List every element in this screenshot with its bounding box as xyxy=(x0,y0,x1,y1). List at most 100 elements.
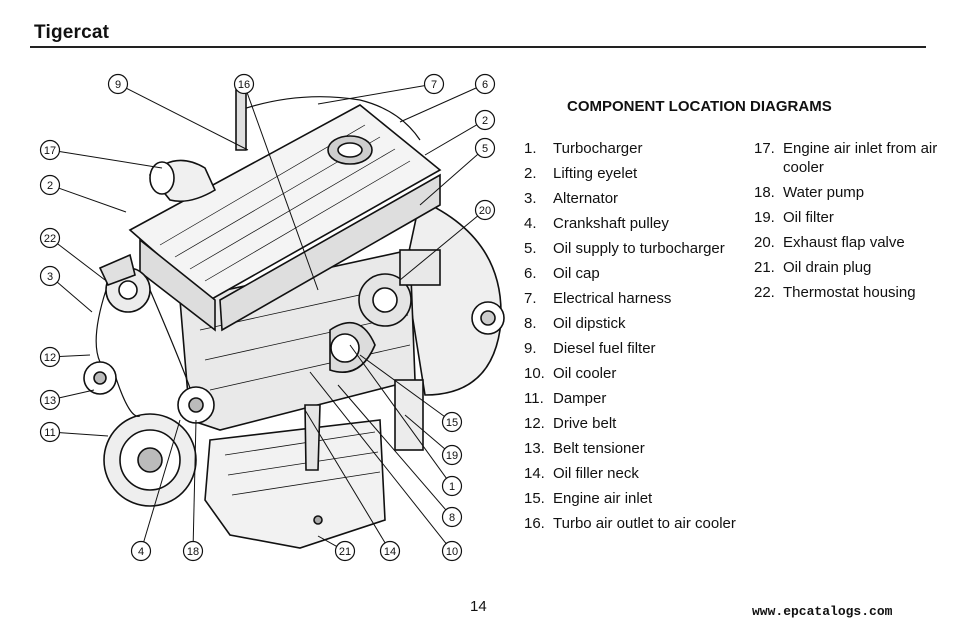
callout-number: 17 xyxy=(44,145,56,157)
list-item: 4.Crankshaft pulley xyxy=(524,211,752,236)
callout-leader-line xyxy=(404,414,446,450)
callout-leader-line xyxy=(317,85,425,105)
list-item: 16.Turbo air outlet to air cooler xyxy=(524,511,752,536)
list-item-label: Crankshaft pulley xyxy=(553,215,669,232)
callout-number: 10 xyxy=(446,546,458,558)
list-item: 10.Oil cooler xyxy=(524,361,752,386)
list-item: 6.Oil cap xyxy=(524,261,752,286)
list-item-label: Electrical harness xyxy=(553,290,672,307)
callout-leader-line xyxy=(59,389,95,399)
component-list-left: 1.Turbocharger 2.Lifting eyelet 3.Altern… xyxy=(524,136,752,536)
callout-number: 1 xyxy=(449,481,455,493)
list-item: 12.Drive belt xyxy=(524,411,752,436)
list-item: 14.Oil filler neck xyxy=(524,461,752,486)
callout-circle xyxy=(441,411,463,433)
callout-leader-line xyxy=(59,354,91,358)
callout-circle xyxy=(39,346,61,368)
list-item: 15.Engine air inlet xyxy=(524,486,752,511)
list-item-label: Belt tensioner xyxy=(553,440,645,457)
component-list-right: 17.Engine air inlet from air cooler 18.W… xyxy=(754,136,954,305)
list-item: 20.Exhaust flap valve xyxy=(754,230,954,255)
callout-leader-line xyxy=(126,87,249,151)
callout-number: 15 xyxy=(446,417,458,429)
callout-2: 2 xyxy=(39,174,127,213)
callout-circle xyxy=(441,444,463,466)
callout-8: 8 xyxy=(337,384,463,528)
list-item: 9.Diesel fuel filter xyxy=(524,336,752,361)
list-item-label: Oil supply to turbocharger xyxy=(553,240,725,257)
list-item-label: Water pump xyxy=(783,184,865,201)
callout-circle xyxy=(39,227,61,249)
list-item: 22.Thermostat housing xyxy=(754,280,954,305)
footer-url: www.epcatalogs.com xyxy=(752,604,893,619)
callout-leader-line xyxy=(304,409,386,544)
list-item: 2.Lifting eyelet xyxy=(524,161,752,186)
callout-circle xyxy=(107,73,129,95)
list-item-label: Exhaust flap valve xyxy=(783,234,905,251)
callout-leader-line xyxy=(337,384,447,511)
list-item-label: Oil drain plug xyxy=(783,259,872,276)
list-item: 8.Oil dipstick xyxy=(524,311,752,336)
callout-number: 18 xyxy=(187,546,199,558)
callout-circle xyxy=(441,475,463,497)
callout-leader-line xyxy=(58,187,127,213)
callout-number: 6 xyxy=(482,79,488,91)
list-item-label: Lifting eyelet xyxy=(553,165,638,182)
callout-circle xyxy=(130,540,152,562)
callout-leader-line xyxy=(246,92,319,291)
callout-circle xyxy=(39,389,61,411)
callout-number: 19 xyxy=(446,450,458,462)
callout-17: 17 xyxy=(39,139,163,169)
callout-3: 3 xyxy=(39,265,93,313)
callout-9: 9 xyxy=(107,73,249,151)
list-item-label: Oil filter xyxy=(783,209,834,226)
callout-circle xyxy=(474,109,496,131)
callout-number: 12 xyxy=(44,352,56,364)
list-item-label: Oil cooler xyxy=(553,365,617,382)
list-item: 5.Oil supply to turbocharger xyxy=(524,236,752,261)
callout-21: 21 xyxy=(317,535,356,562)
list-item-label: Engine air inlet from air cooler xyxy=(783,140,938,176)
callout-16: 16 xyxy=(233,73,319,291)
list-item-label: Turbo air outlet to air cooler xyxy=(553,515,736,532)
callout-number: 8 xyxy=(449,512,455,524)
callout-7: 7 xyxy=(317,73,445,105)
callout-10: 10 xyxy=(309,371,463,562)
callout-circle xyxy=(39,174,61,196)
callout-leader-line xyxy=(143,419,181,543)
list-item-label: Oil cap xyxy=(553,265,600,282)
callout-1: 1 xyxy=(349,344,463,497)
callout-number: 2 xyxy=(482,115,488,127)
callout-number: 21 xyxy=(339,546,351,558)
callout-11: 11 xyxy=(39,421,109,443)
callout-circle xyxy=(233,73,255,95)
callout-number: 5 xyxy=(482,143,488,155)
callout-circle xyxy=(379,540,401,562)
list-item: 11.Damper xyxy=(524,386,752,411)
callout-leader-line xyxy=(349,344,447,479)
callout-leader-line xyxy=(419,153,479,206)
callout-22: 22 xyxy=(39,227,106,281)
callout-leader-line xyxy=(424,124,478,156)
list-item-label: Alternator xyxy=(553,190,619,207)
callout-18: 18 xyxy=(182,419,204,562)
callout-number: 20 xyxy=(479,205,491,217)
list-item: 21.Oil drain plug xyxy=(754,255,954,280)
callout-leader-line xyxy=(359,354,445,417)
list-item-label: Turbocharger xyxy=(553,140,643,157)
list-item: 19.Oil filter xyxy=(754,205,954,230)
list-item-label: Oil filler neck xyxy=(553,465,639,482)
callout-13: 13 xyxy=(39,389,95,411)
callout-5: 5 xyxy=(419,137,496,206)
callout-circle xyxy=(334,540,356,562)
callout-leader-line xyxy=(57,243,106,281)
callout-circle xyxy=(441,540,463,562)
callout-leader-line xyxy=(59,432,109,437)
brand-title: Tigercat xyxy=(34,22,110,43)
list-item: 17.Engine air inlet from air cooler xyxy=(754,136,954,180)
callout-number: 11 xyxy=(44,427,55,439)
callout-number: 7 xyxy=(431,79,437,91)
callout-number: 14 xyxy=(384,546,396,558)
callout-20: 20 xyxy=(399,199,496,281)
